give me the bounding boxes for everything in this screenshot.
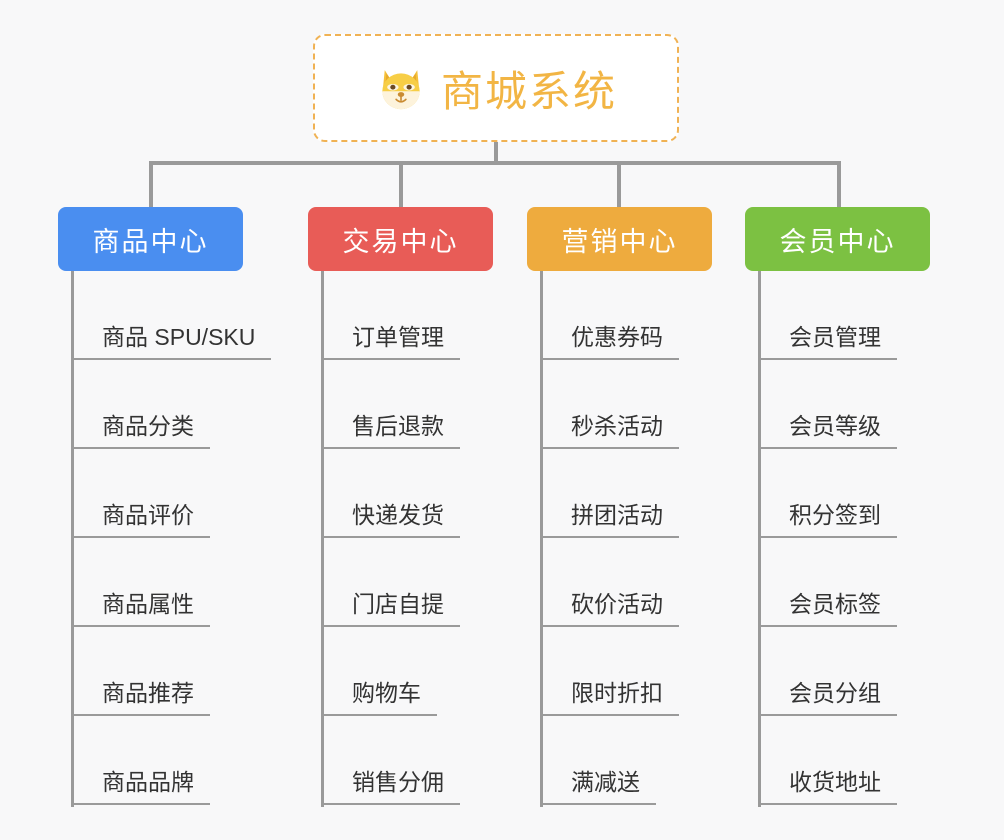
leaf-label: 会员标签: [761, 593, 897, 627]
column-spine-2: [321, 271, 324, 807]
leaf-label: 优惠券码: [543, 326, 679, 360]
leaf-list-trade-center: 订单管理 售后退款 快递发货 门店自提 购物车 销售分佣: [308, 271, 493, 805]
leaf-item[interactable]: 会员等级: [745, 360, 930, 449]
leaf-label: 商品属性: [74, 593, 210, 627]
leaf-item[interactable]: 商品品牌: [58, 716, 271, 805]
leaf-item[interactable]: 商品评价: [58, 449, 271, 538]
leaf-item[interactable]: 订单管理: [308, 271, 493, 360]
root-node[interactable]: 商城系统: [313, 34, 679, 142]
leaf-item[interactable]: 门店自提: [308, 538, 493, 627]
leaf-label: 商品 SPU/SKU: [74, 326, 272, 360]
dog-face-icon: [375, 62, 427, 114]
leaf-label: 收货地址: [761, 771, 897, 805]
leaf-label: 门店自提: [324, 593, 460, 627]
leaf-item[interactable]: 会员管理: [745, 271, 930, 360]
leaf-item[interactable]: 购物车: [308, 627, 493, 716]
category-label: 商品中心: [92, 226, 209, 257]
column-product-center: 商品中心 商品 SPU/SKU 商品分类 商品评价 商品属性 商品推荐 商品品牌: [58, 207, 272, 807]
leaf-item[interactable]: 限时折扣: [527, 627, 712, 716]
leaf-item[interactable]: 满减送: [527, 716, 712, 805]
category-header-marketing-center[interactable]: 营销中心: [527, 207, 712, 271]
leaf-item[interactable]: 会员分组: [745, 627, 930, 716]
leaf-list-product-center: 商品 SPU/SKU 商品分类 商品评价 商品属性 商品推荐 商品品牌: [58, 271, 272, 805]
leaf-list-marketing-center: 优惠券码 秒杀活动 拼团活动 砍价活动 限时折扣 满减送: [527, 271, 712, 805]
column-spine-4: [758, 271, 761, 807]
column-member-center: 会员中心 会员管理 会员等级 积分签到 会员标签 会员分组 收货地址: [745, 207, 930, 807]
leaf-item[interactable]: 优惠券码: [527, 271, 712, 360]
root-title: 商城系统: [440, 67, 617, 115]
category-header-trade-center[interactable]: 交易中心: [308, 207, 493, 271]
category-header-member-center[interactable]: 会员中心: [745, 207, 930, 271]
leaf-item[interactable]: 拼团活动: [527, 449, 712, 538]
leaf-label: 秒杀活动: [543, 415, 679, 449]
leaf-item[interactable]: 商品分类: [58, 360, 271, 449]
leaf-label: 快递发货: [324, 504, 460, 538]
category-header-product-center[interactable]: 商品中心: [58, 207, 243, 271]
leaf-item[interactable]: 积分签到: [745, 449, 930, 538]
leaf-label: 满减送: [543, 771, 656, 805]
category-label: 会员中心: [779, 226, 896, 257]
trunk-vertical-connector: [494, 142, 498, 164]
branch-drop-1: [149, 161, 153, 209]
branch-drop-3: [617, 161, 621, 209]
leaf-label: 订单管理: [324, 326, 460, 360]
leaf-label: 会员分组: [761, 682, 897, 716]
leaf-list-member-center: 会员管理 会员等级 积分签到 会员标签 会员分组 收货地址: [745, 271, 930, 805]
leaf-item[interactable]: 商品 SPU/SKU: [58, 271, 272, 360]
leaf-label: 会员等级: [761, 415, 897, 449]
leaf-item[interactable]: 会员标签: [745, 538, 930, 627]
leaf-label: 砍价活动: [543, 593, 679, 627]
leaf-label: 积分签到: [761, 504, 897, 538]
leaf-label: 商品评价: [74, 504, 210, 538]
column-trade-center: 交易中心 订单管理 售后退款 快递发货 门店自提 购物车 销售分佣: [308, 207, 493, 807]
column-spine-1: [71, 271, 74, 807]
branch-drop-2: [399, 161, 403, 209]
leaf-item[interactable]: 商品推荐: [58, 627, 271, 716]
category-label: 交易中心: [342, 226, 459, 257]
leaf-label: 销售分佣: [324, 771, 460, 805]
leaf-label: 商品推荐: [74, 682, 210, 716]
leaf-label: 限时折扣: [543, 682, 679, 716]
leaf-label: 拼团活动: [543, 504, 679, 538]
leaf-item[interactable]: 销售分佣: [308, 716, 493, 805]
leaf-label: 会员管理: [761, 326, 897, 360]
leaf-item[interactable]: 快递发货: [308, 449, 493, 538]
leaf-item[interactable]: 收货地址: [745, 716, 930, 805]
column-spine-3: [540, 271, 543, 807]
leaf-label: 购物车: [324, 682, 437, 716]
leaf-item[interactable]: 售后退款: [308, 360, 493, 449]
branch-drop-4: [837, 161, 841, 209]
column-marketing-center: 营销中心 优惠券码 秒杀活动 拼团活动 砍价活动 限时折扣 满减送: [527, 207, 712, 807]
leaf-label: 售后退款: [324, 415, 460, 449]
category-label: 营销中心: [561, 226, 678, 257]
leaf-label: 商品品牌: [74, 771, 210, 805]
leaf-item[interactable]: 秒杀活动: [527, 360, 712, 449]
leaf-item[interactable]: 砍价活动: [527, 538, 712, 627]
leaf-item[interactable]: 商品属性: [58, 538, 271, 627]
trunk-horizontal-connector: [149, 161, 841, 165]
leaf-label: 商品分类: [74, 415, 210, 449]
